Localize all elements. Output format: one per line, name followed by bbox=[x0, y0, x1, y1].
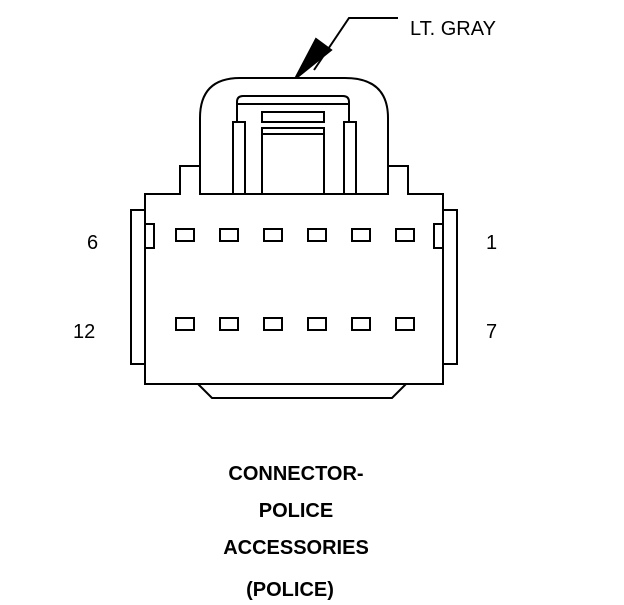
cavity-1 bbox=[395, 228, 415, 242]
latch-lock-tab bbox=[261, 111, 325, 123]
cavity-2 bbox=[351, 228, 371, 242]
color-callout bbox=[294, 17, 398, 80]
cavity-7 bbox=[395, 317, 415, 331]
left-lug-notch bbox=[145, 223, 155, 249]
cavity-8 bbox=[351, 317, 371, 331]
cavity-6 bbox=[175, 228, 195, 242]
connector-outline bbox=[144, 165, 444, 385]
caption-line-3: ACCESSORIES bbox=[223, 537, 369, 559]
caption-line-2: POLICE bbox=[259, 500, 333, 522]
left-side-lug bbox=[130, 209, 145, 365]
cavity-4 bbox=[263, 228, 283, 242]
connector-body bbox=[130, 165, 458, 399]
latch-body bbox=[261, 127, 325, 195]
connector-latch bbox=[199, 77, 389, 195]
caption-line-4: (POLICE) bbox=[246, 579, 334, 600]
right-side-lug bbox=[443, 209, 458, 365]
connector-caption: CONNECTOR- POLICE ACCESSORIES (POLICE) bbox=[223, 463, 369, 601]
pin-label-top-right: 1 bbox=[486, 232, 497, 254]
callout-arrowhead bbox=[294, 37, 333, 80]
pin-cavities bbox=[175, 228, 415, 331]
cavity-5 bbox=[219, 228, 239, 242]
pin-label-bottom-left: 12 bbox=[73, 321, 95, 343]
right-lug-notch bbox=[433, 223, 443, 249]
callout-leader-line bbox=[313, 17, 398, 71]
pin-label-bottom-right: 7 bbox=[486, 321, 497, 343]
latch-right-rail bbox=[343, 121, 357, 195]
latch-left-rail bbox=[232, 121, 246, 195]
pin-label-top-left: 6 bbox=[87, 232, 98, 254]
caption-line-1: CONNECTOR- bbox=[228, 463, 363, 485]
cavity-10 bbox=[263, 317, 283, 331]
cavity-12 bbox=[175, 317, 195, 331]
color-label: LT. GRAY bbox=[410, 18, 496, 40]
cavity-3 bbox=[307, 228, 327, 242]
cavity-11 bbox=[219, 317, 239, 331]
bottom-key bbox=[197, 383, 407, 399]
cavity-9 bbox=[307, 317, 327, 331]
